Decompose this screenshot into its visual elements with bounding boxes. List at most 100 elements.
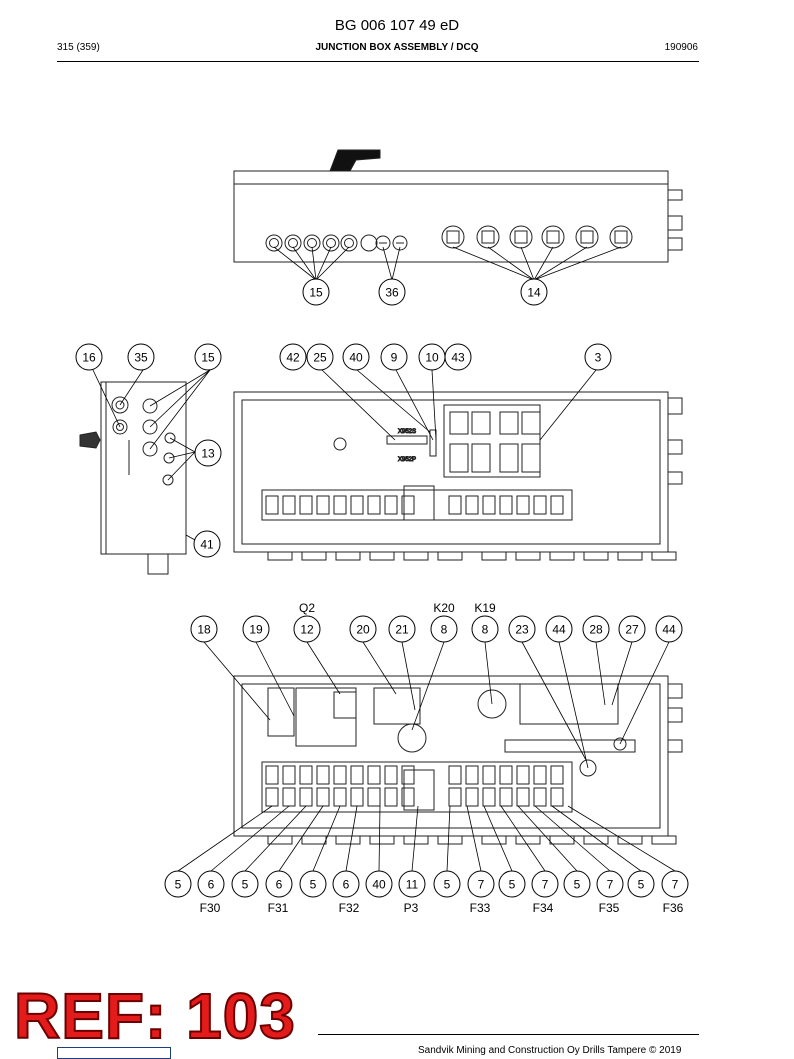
leader-line [567, 805, 676, 872]
callout-bottom-low-2-circle [197, 870, 225, 898]
leader-line [244, 805, 307, 872]
callout-36: 36 [378, 278, 406, 306]
footer-copyright: Sandvik Mining and Construction Oy Drill… [418, 1045, 682, 1056]
side-view-enclosure [105, 381, 187, 555]
middle-bottom-gland [515, 551, 541, 561]
top-side-gland-3 [667, 237, 683, 251]
callout-bottom-low-14: 7 [596, 870, 624, 898]
callout-bottom-top-12-circle [655, 615, 683, 643]
leader-line [517, 805, 578, 872]
callout-35-number: 35 [134, 351, 148, 365]
small-cable-gland-1 [265, 234, 283, 252]
leader-line [446, 805, 451, 872]
small-cable-gland-bore [344, 238, 354, 248]
fuse-holder-top [367, 765, 381, 785]
middle-terminal [367, 495, 381, 515]
large-cable-gland-bore [546, 230, 560, 244]
designator-f33: F33 [470, 901, 491, 915]
middle-din-rail [261, 489, 573, 521]
leader-line [521, 641, 587, 761]
terminal-board [519, 683, 619, 725]
fuse-holder-bottom [448, 787, 462, 807]
callout-bottom-top-1-circle [190, 615, 218, 643]
fuse-holder-top [465, 765, 479, 785]
leader-line [611, 641, 633, 706]
callout-bottom-top-4: 20 [349, 615, 377, 643]
callout-bottom-low-11: 5 [498, 870, 526, 898]
middle-bottom-gland [549, 551, 575, 561]
callout-bottom-top-8: 23 [508, 615, 536, 643]
sandvik-logo [57, 1047, 171, 1059]
middle-terminal [533, 495, 547, 515]
top-side-gland-2 [667, 215, 683, 231]
fuse-holder-top [265, 765, 279, 785]
middle-terminal [333, 495, 347, 515]
callout-bottom-low-1: 5 [164, 870, 192, 898]
fuse-holder-top [282, 765, 296, 785]
callout-42-number: 42 [286, 351, 300, 365]
io-module-bottom-3 [499, 443, 519, 473]
fuse-holder-bottom [367, 787, 381, 807]
callout-bottom-low-11-circle [498, 870, 526, 898]
side-view-door-edge [100, 381, 107, 555]
callout-bottom-top-5: 21 [388, 615, 416, 643]
leader-line [315, 246, 350, 281]
bottom-bottom-gland [301, 835, 327, 845]
callout-bottom-low-4-circle [265, 870, 293, 898]
middle-bottom-gland [403, 551, 429, 561]
leader-line [255, 641, 295, 717]
fuse-holder-bottom [499, 787, 513, 807]
fuse-holder-top [350, 765, 364, 785]
middle-terminal [316, 495, 330, 515]
callout-bottom-low-10-circle [467, 870, 495, 898]
callout-bottom-low-9-circle [433, 870, 461, 898]
bottom-side-gland-2 [667, 707, 683, 723]
fuse-holder-bottom [282, 787, 296, 807]
main-switch-handle [329, 149, 381, 172]
callout-bottom-top-6-number: 8 [441, 623, 448, 637]
leader-line [558, 641, 589, 769]
fuse-holder-bottom [299, 787, 313, 807]
top-view-enclosure [233, 183, 669, 263]
leader-line [362, 641, 397, 695]
designator-q2: Q2 [299, 601, 315, 615]
callout-bottom-top-4-circle [349, 615, 377, 643]
callout-35-circle [127, 343, 155, 371]
leader-line [534, 805, 611, 872]
leader-line [169, 437, 196, 453]
callout-bottom-low-12: 7 [531, 870, 559, 898]
callout-bottom-low-5-circle [299, 870, 327, 898]
callout-15-side-circle [194, 343, 222, 371]
fuse-holder-top [516, 765, 530, 785]
callout-3-circle [584, 343, 612, 371]
middle-terminal [550, 495, 564, 515]
callout-bottom-top-2-circle [242, 615, 270, 643]
middle-bottom-gland [583, 551, 609, 561]
callout-bottom-low-13: 5 [563, 870, 591, 898]
callout-bottom-low-8-circle [398, 870, 426, 898]
callout-bottom-top-6-circle [430, 615, 458, 643]
callout-40-middle-circle [342, 343, 370, 371]
callout-bottom-top-6: 8 [430, 615, 458, 643]
bottom-bottom-gland [369, 835, 395, 845]
callout-13: 13 [194, 439, 222, 467]
middle-bottom-gland [481, 551, 507, 561]
leader-line [533, 246, 622, 281]
callout-25-number: 25 [313, 351, 327, 365]
leader-line [312, 805, 341, 872]
leader-line [411, 641, 445, 731]
leader-line [466, 805, 482, 872]
designator-f36: F36 [663, 901, 684, 915]
small-cable-gland-bore [288, 238, 298, 248]
bottom-bottom-gland [583, 835, 609, 845]
small-cable-gland-2 [284, 234, 302, 252]
leader-line [483, 805, 513, 872]
callout-bottom-top-2-number: 19 [249, 623, 263, 637]
callout-15-top-circle [302, 278, 330, 306]
leader-line [487, 246, 535, 281]
callout-bottom-top-1: 18 [190, 615, 218, 643]
callout-3: 3 [584, 343, 612, 371]
designator-p3: P3 [404, 901, 419, 915]
middle-power-supply [403, 485, 435, 521]
leader-line [177, 805, 273, 872]
